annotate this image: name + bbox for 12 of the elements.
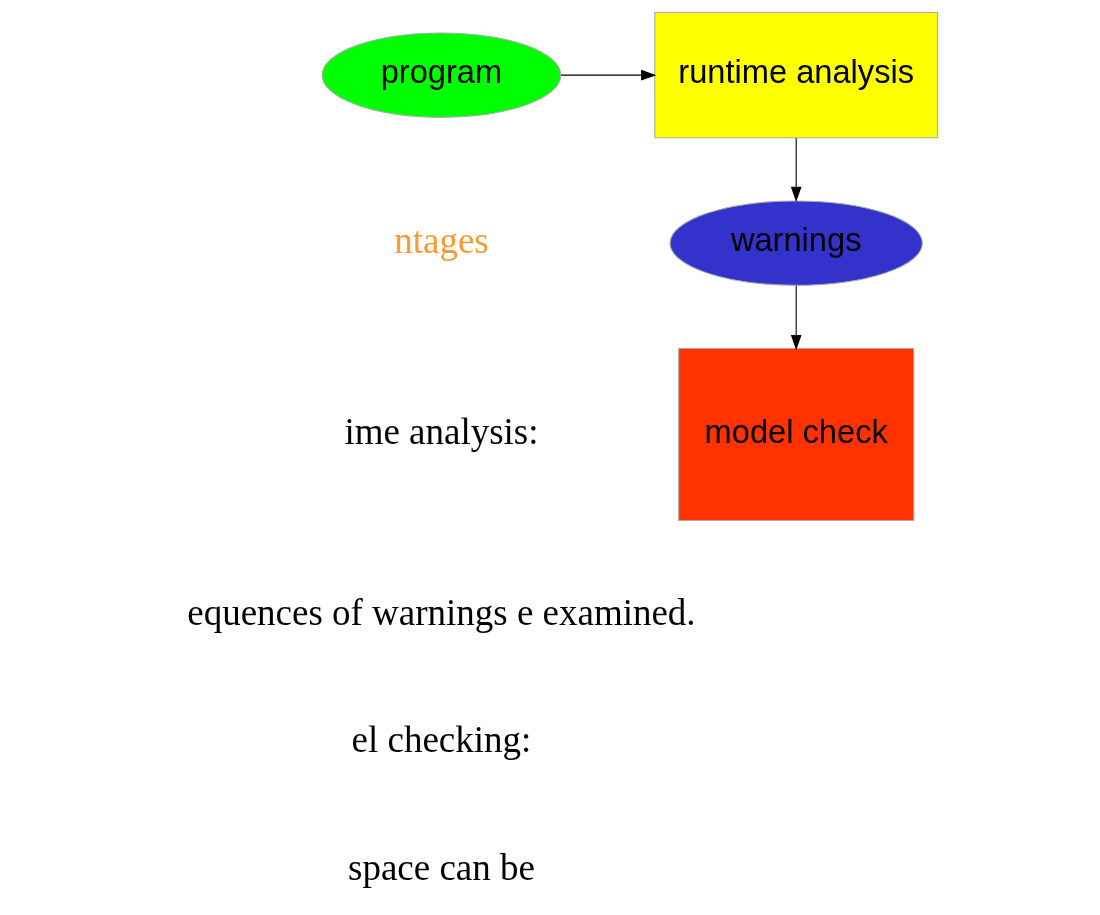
label: ntages (394, 219, 489, 261)
label: el checking: (351, 719, 532, 761)
arrow (790, 137, 802, 203)
arrow (560, 69, 657, 81)
node-box: model check (678, 348, 915, 522)
node-box: runtime analysis (654, 12, 939, 139)
label: equences of warnings e examined. (187, 592, 696, 634)
node-ellipse: program (321, 32, 562, 118)
arrow (790, 285, 802, 351)
label: ime analysis: (344, 411, 539, 452)
node-ellipse: warnings (669, 200, 923, 286)
label: space can be (348, 846, 535, 888)
